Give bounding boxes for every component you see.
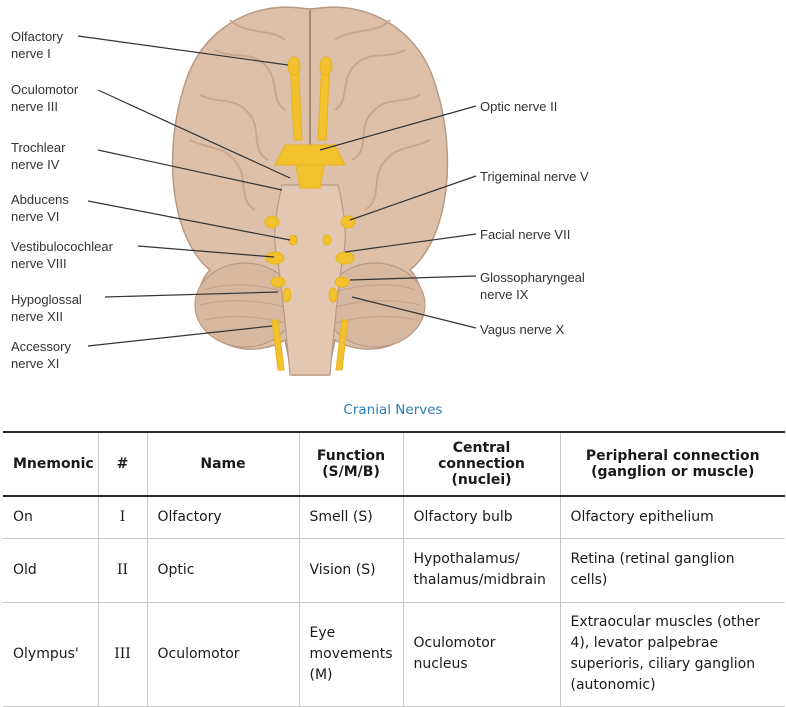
cell-mnemonic: On: [3, 495, 99, 539]
svg-text:nerve III: nerve III: [11, 99, 58, 114]
cell-peripheral: Olfactory epithelium: [559, 495, 785, 539]
nerves: [264, 56, 356, 371]
header-function: Function (S/M/B): [298, 431, 404, 497]
table-row: On I Olfactory Smell (S) Olfactory bulb …: [3, 495, 785, 539]
label-vestibulocochlear: Vestibulocochlear: [11, 239, 114, 254]
cell-number: I: [97, 495, 148, 539]
cell-peripheral: Extraocular muscles (other 4), levator p…: [559, 601, 785, 707]
svg-text:nerve I: nerve I: [11, 46, 51, 61]
cell-name: Optic: [146, 537, 300, 603]
cell-central: Oculomotor nucleus: [402, 601, 561, 707]
leader-lines: [77, 35, 477, 347]
cell-function: Eye movements (M): [298, 601, 404, 707]
cell-central: Olfactory bulb: [402, 495, 561, 539]
label-abducens: Abducens: [11, 192, 69, 207]
svg-text:nerve XII: nerve XII: [11, 309, 63, 324]
svg-text:nerve VIII: nerve VIII: [11, 256, 67, 271]
label-oculomotor: Oculomotor: [11, 82, 79, 97]
cranial-nerves-table: Mnemonic # Name Function (S/M/B) Central…: [3, 431, 785, 707]
cell-function: Smell (S): [298, 495, 404, 539]
cell-number: II: [97, 537, 148, 603]
table-row: Olympus' III Oculomotor Eye movements (M…: [3, 601, 785, 707]
left-labels: Olfactory nerve I Oculomotor nerve III T…: [11, 29, 114, 371]
label-olfactory: Olfactory: [11, 29, 64, 44]
label-trigeminal: Trigeminal nerve V: [480, 169, 589, 184]
label-optic: Optic nerve II: [480, 99, 557, 114]
label-trochlear: Trochlear: [11, 140, 66, 155]
svg-text:nerve IX: nerve IX: [480, 287, 529, 302]
cell-central: Hypothalamus/ thalamus/midbrain: [402, 537, 561, 603]
table-header-row: Mnemonic # Name Function (S/M/B) Central…: [3, 431, 785, 497]
header-central-connection: Central connection (nuclei): [402, 431, 561, 497]
table-row: Old II Optic Vision (S) Hypothalamus/ th…: [3, 537, 785, 603]
cell-peripheral: Retina (retinal ganglion cells): [559, 537, 785, 603]
cell-name: Olfactory: [146, 495, 300, 539]
right-labels: Optic nerve II Trigeminal nerve V Facial…: [480, 99, 589, 337]
svg-text:nerve VI: nerve VI: [11, 209, 59, 224]
cell-number: III: [97, 601, 148, 707]
cell-name: Oculomotor: [146, 601, 300, 707]
label-accessory: Accessory: [11, 339, 71, 354]
label-facial: Facial nerve VII: [480, 227, 570, 242]
cranial-nerves-figure: Olfactory nerve I Oculomotor nerve III T…: [11, 6, 589, 376]
label-glossopharyngeal: Glossopharyngeal: [480, 270, 585, 285]
header-number: #: [97, 431, 148, 497]
header-peripheral-connection: Peripheral connection (ganglion or muscl…: [559, 431, 785, 497]
figure-caption: Cranial Nerves: [343, 402, 443, 418]
label-hypoglossal: Hypoglossal: [11, 292, 82, 307]
header-mnemonic: Mnemonic: [3, 431, 99, 497]
brainstem-shape: [274, 184, 346, 376]
brain-illustration: Olfactory nerve I Oculomotor nerve III T…: [11, 6, 589, 376]
cell-mnemonic: Old: [3, 537, 99, 603]
svg-text:nerve IV: nerve IV: [11, 157, 60, 172]
label-vagus: Vagus nerve X: [480, 322, 565, 337]
svg-text:nerve XI: nerve XI: [11, 356, 59, 371]
cell-mnemonic: Olympus': [3, 601, 99, 707]
cell-function: Vision (S): [298, 537, 404, 603]
header-name: Name: [146, 431, 300, 497]
